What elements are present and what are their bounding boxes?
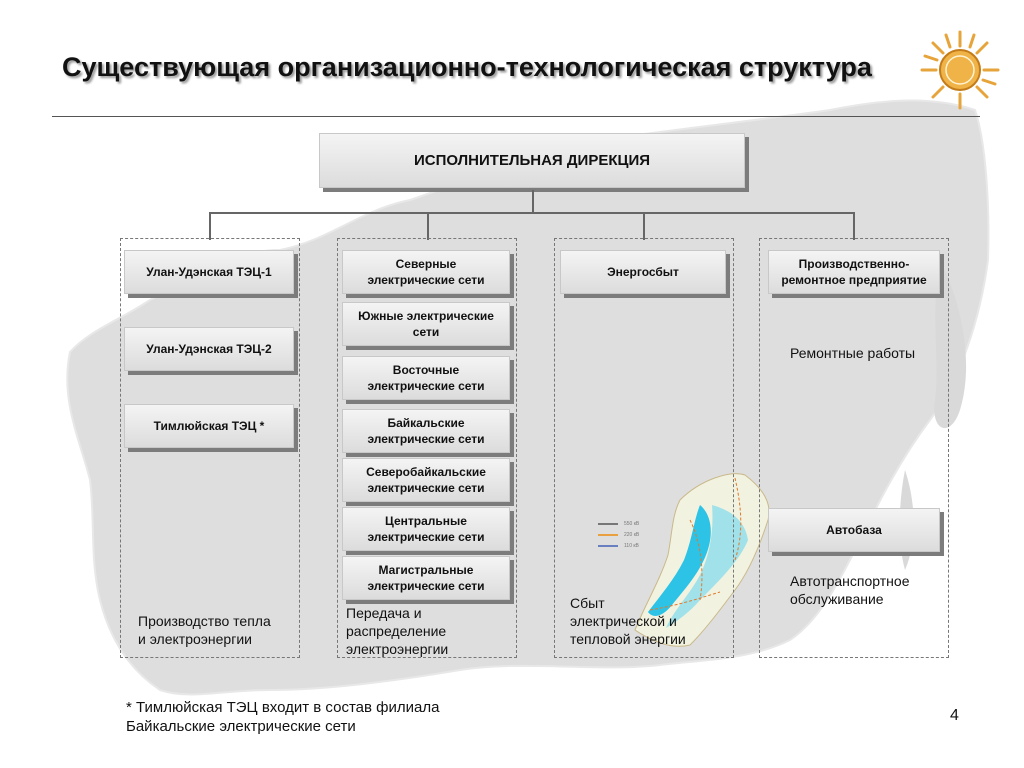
box-ulan-ude-tec-2[interactable]: Улан-Удэнская ТЭЦ-2 — [124, 327, 294, 371]
box-autobase[interactable]: Автобаза — [768, 508, 940, 552]
legend-line-110 — [598, 544, 618, 547]
lake-baikal — [648, 505, 711, 616]
group-repair — [759, 238, 949, 658]
note-repair-works: Ремонтные работы — [790, 345, 916, 361]
box-trunk-networks[interactable]: Магистральные электрические сети — [342, 556, 510, 600]
timlyuy-tec-label: Тимлюйская ТЭЦ * — [153, 419, 265, 433]
repair-enterprise-label: Производственно- ремонтное предприятие — [781, 257, 927, 287]
note-transmission: Передача и распределение электроэнергии — [346, 605, 449, 657]
box-timlyuy-tec[interactable]: Тимлюйская ТЭЦ * — [124, 404, 294, 448]
power-lines — [649, 477, 742, 611]
autobase-label: Автобаза — [826, 523, 882, 537]
executive-directorate-label: ИСПОЛНИТЕЛЬНАЯ ДИРЕКЦИЯ — [413, 151, 651, 169]
page-number: 4 — [950, 707, 959, 724]
connector-col2 — [427, 212, 429, 240]
kamchatka-shape — [934, 260, 967, 429]
box-severobaikal-networks[interactable]: Северобайкальские электрические сети — [342, 458, 510, 502]
legend-220-label: 220 кВ — [624, 531, 640, 538]
ulan-ude-tec-1-label: Улан-Удэнская ТЭЦ-1 — [146, 265, 272, 279]
sun-logo-icon — [920, 30, 1000, 110]
box-energosbyt[interactable]: Энергосбыт — [560, 250, 726, 294]
legend-line-550 — [598, 522, 618, 525]
box-ulan-ude-tec-1[interactable]: Улан-Удэнская ТЭЦ-1 — [124, 250, 294, 294]
legend-line-220 — [598, 533, 618, 536]
northern-networks-label: Северные электрические сети — [367, 257, 485, 287]
connector-root-down — [532, 190, 534, 213]
connector-horizontal — [209, 212, 855, 214]
severobaikal-networks-label: Северобайкальские электрические сети — [366, 465, 486, 495]
map-legend: 550 кВ 220 кВ 110 кВ — [598, 518, 639, 551]
eastern-networks-label: Восточные электрические сети — [367, 363, 485, 393]
box-northern-networks[interactable]: Северные электрические сети — [342, 250, 510, 294]
ulan-ude-tec-2-label: Улан-Удэнская ТЭЦ-2 — [146, 342, 272, 356]
group-networks — [337, 238, 517, 658]
box-central-networks[interactable]: Центральные электрические сети — [342, 507, 510, 551]
note-sales: Сбыт электрической и тепловой энергии — [570, 595, 686, 647]
title-divider — [52, 116, 980, 117]
box-southern-networks[interactable]: Южные электрические сети — [342, 302, 510, 346]
baikal-shore — [666, 505, 748, 628]
connector-col3 — [643, 212, 645, 240]
note-heat-electricity: Производство тепла и электроэнергии — [138, 613, 271, 647]
central-networks-label: Центральные электрические сети — [367, 514, 485, 544]
legend-110-label: 110 кВ — [624, 542, 639, 549]
legend-550-label: 550 кВ — [624, 520, 640, 527]
box-repair-enterprise[interactable]: Производственно- ремонтное предприятие — [768, 250, 940, 294]
box-eastern-networks[interactable]: Восточные электрические сети — [342, 356, 510, 400]
connector-col4 — [853, 212, 855, 240]
baikal-networks-label: Байкальские электрические сети — [367, 416, 485, 446]
box-baikal-networks[interactable]: Байкальские электрические сети — [342, 409, 510, 453]
group-generation — [120, 238, 300, 658]
page-title: Существующая организационно-технологичес… — [62, 52, 872, 82]
note-transport-service: Автотранспортное обслуживание — [790, 573, 910, 607]
group-sales — [554, 238, 734, 658]
connector-col1 — [209, 212, 211, 240]
southern-networks-label: Южные электрические сети — [358, 309, 494, 339]
executive-directorate-box[interactable]: ИСПОЛНИТЕЛЬНАЯ ДИРЕКЦИЯ — [319, 133, 745, 188]
trunk-networks-label: Магистральные электрические сети — [367, 563, 485, 593]
footnote: * Тимлюйская ТЭЦ входит в состав филиала… — [126, 699, 440, 735]
energosbyt-label: Энергосбыт — [607, 265, 679, 279]
